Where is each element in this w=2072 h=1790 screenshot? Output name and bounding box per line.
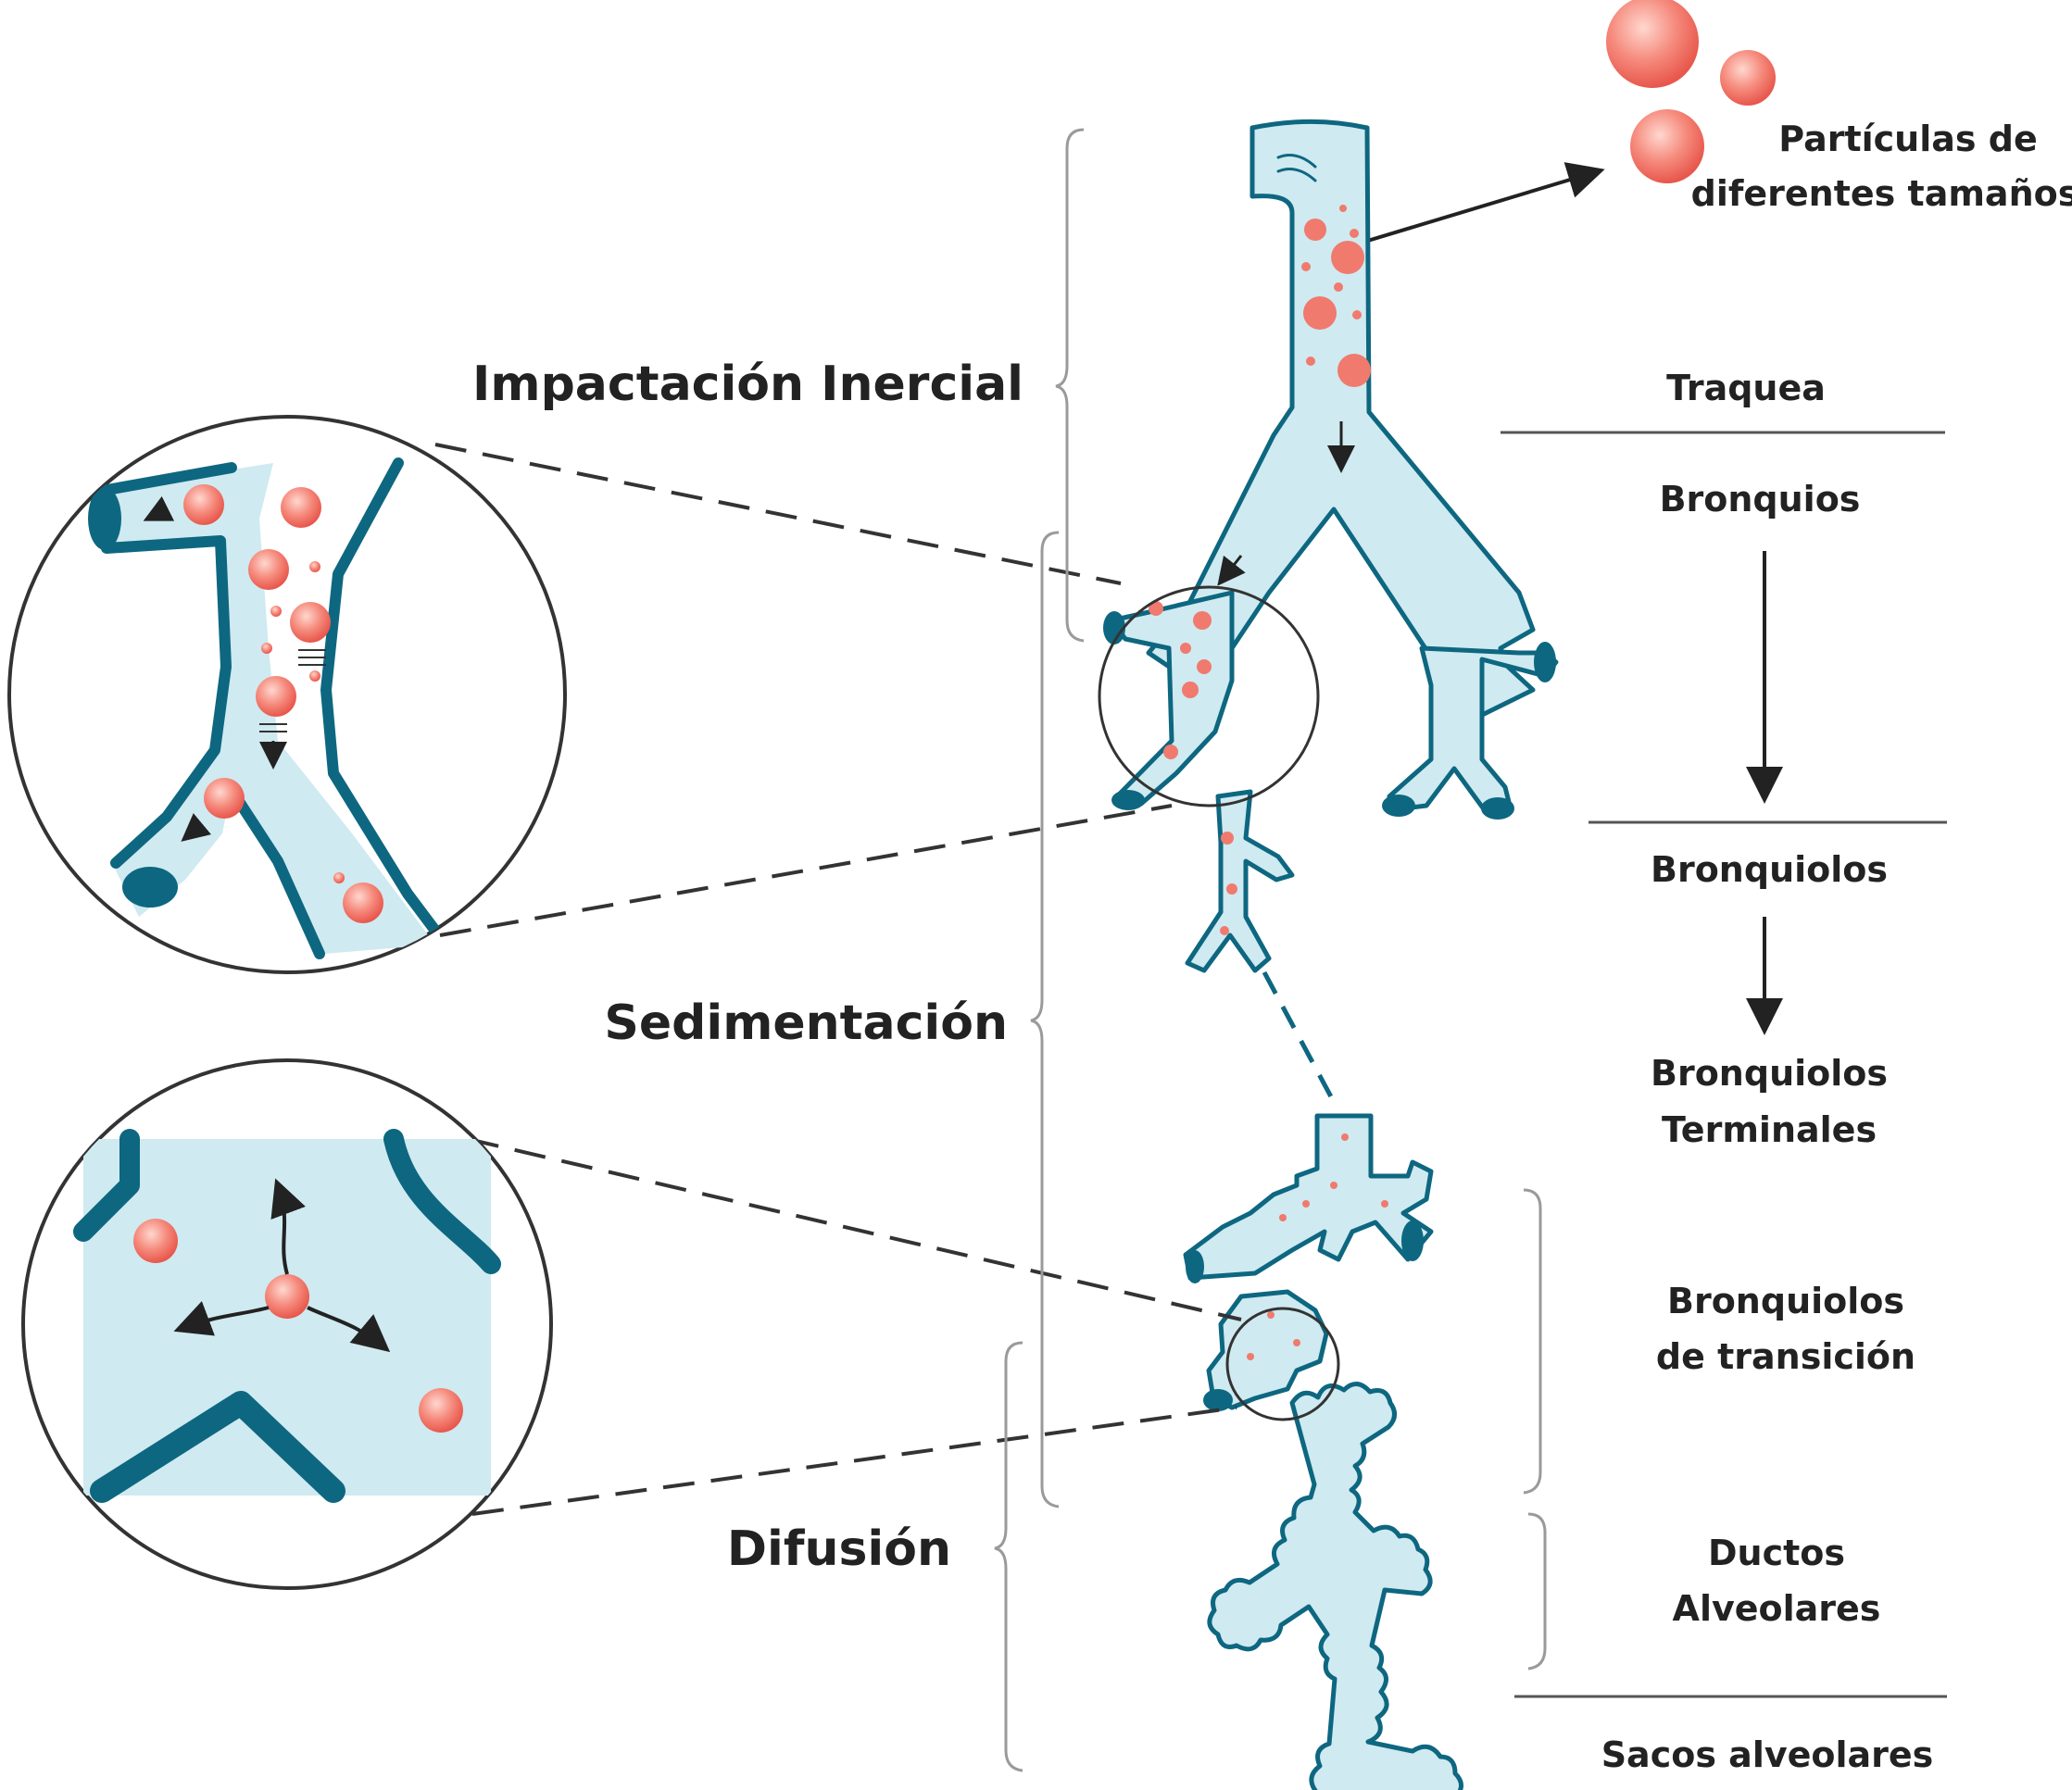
- particles-label-line2: diferentes tamaños: [1691, 173, 2072, 214]
- particles-pointer-arrow: [1351, 162, 1605, 247]
- brace-diffusion: [994, 1341, 1023, 1772]
- magnified-view-diffusion: [21, 1058, 553, 1590]
- label-terminal-line1: Bronquiolos: [1651, 1053, 1888, 1094]
- zoom-leader-top-1: [434, 443, 1122, 585]
- label-bronchi: Bronquios: [1660, 479, 1861, 519]
- zoom-ring-bronchi: [1098, 585, 1320, 807]
- label-ducts-line2: Alveolares: [1673, 1588, 1881, 1629]
- airway-continuation: [1262, 970, 1337, 1104]
- brace-inertial: [1055, 128, 1085, 643]
- particle-cluster: [1606, 0, 1776, 183]
- brace-ducts: [1527, 1512, 1547, 1671]
- label-sedimentation: Sedimentación: [604, 995, 1008, 1051]
- magnified-view-bronchi: [7, 415, 567, 974]
- label-diffusion: Difusión: [727, 1521, 951, 1577]
- particles-label-line1: Partículas de: [1778, 119, 2037, 159]
- brace-transitional: [1523, 1188, 1542, 1495]
- alveolar-tree: [1183, 1113, 1463, 1790]
- label-transitional-line1: Bronquiolos: [1667, 1281, 1904, 1321]
- label-bronchioles: Bronquiolos: [1651, 849, 1888, 890]
- brace-sedimentation: [1030, 531, 1060, 1508]
- label-inertial-impaction: Impactación Inercial: [472, 357, 1023, 412]
- zoom-ring-transition: [1225, 1307, 1340, 1421]
- label-transitional-line2: de transición: [1656, 1336, 1915, 1377]
- airway-tree: [1103, 119, 1559, 973]
- label-trachea: Traquea: [1666, 368, 1826, 408]
- label-ducts-line1: Ductos: [1708, 1533, 1845, 1573]
- zoom-leader-bottom-2: [471, 1406, 1237, 1516]
- zoom-leader-bottom-1: [467, 1137, 1242, 1321]
- label-alveolar-sacs: Sacos alveolares: [1601, 1734, 1934, 1775]
- label-terminal-line2: Terminales: [1662, 1109, 1877, 1150]
- zoom-leader-top-2: [439, 804, 1173, 937]
